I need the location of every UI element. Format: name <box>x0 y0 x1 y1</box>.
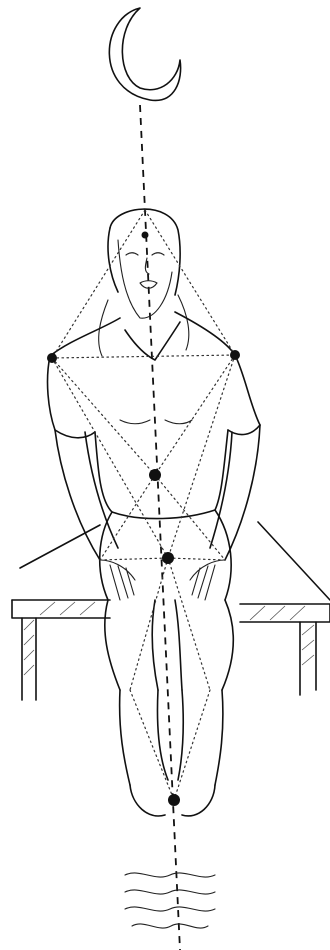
shoulder-right-point <box>230 350 240 360</box>
lower-abdomen-point <box>162 552 174 564</box>
solar-plexus-point <box>149 469 161 481</box>
feet-point <box>168 794 180 806</box>
water-ripples-icon <box>125 873 215 928</box>
crescent-moon-icon <box>109 8 180 100</box>
energy-lines <box>52 210 235 800</box>
head <box>99 209 189 356</box>
shoulder-left-point <box>47 353 57 363</box>
bench <box>12 522 330 700</box>
